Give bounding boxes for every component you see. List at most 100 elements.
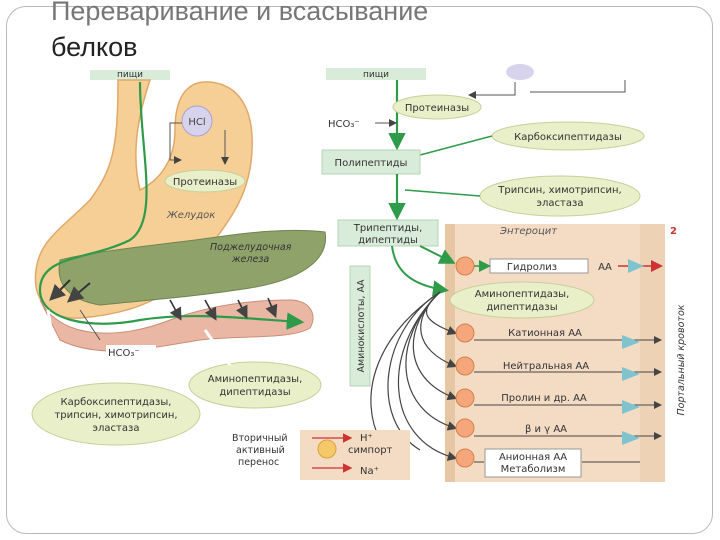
aminopeptidases-label-2: дипептидазы xyxy=(486,302,557,313)
legend-h-plus: H⁺ xyxy=(360,433,373,444)
pathway-hcl-arrow xyxy=(468,82,516,99)
legend-symport: симпорт xyxy=(348,445,393,456)
transport-row-proline: Пролин и др. АА xyxy=(455,388,662,414)
left-amino-oval xyxy=(188,361,322,409)
hydrolysis-transporter-icon xyxy=(455,256,475,276)
left-amino-2: дипептидазы xyxy=(219,387,290,398)
amino-arrow-2 xyxy=(204,299,217,321)
portal-label: Портальный кровоток xyxy=(676,304,687,415)
tripeptides-box xyxy=(337,219,439,247)
legend-symport-icon xyxy=(317,439,337,459)
trypsin-label-2: эластаза xyxy=(537,198,584,209)
transport-row-anionic: Анионная АА Метаболизм xyxy=(455,448,640,478)
cationic-transporter-icon xyxy=(455,323,475,343)
left-enzymes-3: эластаза xyxy=(93,423,140,434)
amino-arrow-1 xyxy=(169,299,182,321)
neutral-transporter-icon xyxy=(455,356,475,376)
food-label: пищи xyxy=(117,70,143,80)
legend-line-3: перенос xyxy=(238,457,279,468)
left-enzymes-oval xyxy=(31,382,201,446)
legend-na-plus: Na⁺ xyxy=(360,466,379,477)
amino-acids-box xyxy=(349,265,371,387)
anionic-box xyxy=(484,448,582,478)
proline-transporter-icon xyxy=(455,388,475,408)
transport-row-neutral: Нейтральная АА xyxy=(455,356,662,381)
legend-line-2: активный xyxy=(236,445,285,456)
enterocyte-label: Энтероцит xyxy=(499,226,558,237)
basal-border xyxy=(640,224,665,482)
hco3-box xyxy=(106,345,156,359)
trypsin-oval xyxy=(479,175,641,217)
legend-line-1: Вторичный xyxy=(232,433,288,444)
stomach-hco3: HCO₃⁻ xyxy=(108,348,140,359)
transport-row-beta-gamma: β и γ АА xyxy=(455,418,662,445)
neutral-label: Нейтральная АА xyxy=(503,361,589,372)
carboxy-connector xyxy=(419,135,493,156)
title-line-1: Переваривание и всасывание xyxy=(51,0,429,26)
polypeptides-box xyxy=(321,149,421,175)
legend-secondary-transport: Вторичный активный перенос H⁺ симпорт Na… xyxy=(232,430,410,480)
transport-row-cationic: Катионная АА xyxy=(455,323,662,349)
food-box xyxy=(90,70,170,80)
arrow-to-aminopeptidases xyxy=(391,245,449,297)
trypsin-connector xyxy=(404,189,481,197)
amino-acids-label: Аминокислоты, АА xyxy=(356,279,367,372)
polypeptides-label: Полипептиды xyxy=(335,158,408,169)
food-path-line xyxy=(38,81,305,330)
hydrolysis-channel-icon xyxy=(628,259,644,273)
pancreas-shape xyxy=(58,229,327,306)
proline-channel-icon xyxy=(622,400,640,414)
neutral-channel-icon xyxy=(622,367,640,381)
pathway-proteinases-oval xyxy=(392,94,482,120)
proline-label: Пролин и др. АА xyxy=(501,393,587,404)
pathway-top-arrow xyxy=(530,80,626,93)
title-line-2: белков xyxy=(51,32,138,62)
pathway-hcl-bubble xyxy=(506,64,534,80)
cationic-label: Катионная АА xyxy=(508,328,582,339)
pancreas-label-1: Поджелудочная xyxy=(210,242,292,253)
anionic-label-1: Анионная АА xyxy=(499,452,567,463)
tripeptides-label-2: дипептиды xyxy=(358,235,418,246)
stomach-label: Желудок xyxy=(166,210,215,221)
left-amino-leader xyxy=(203,329,232,366)
hcl-bubble xyxy=(181,105,213,137)
pathway-panel: пищи HCO₃⁻ Протеиназы Карбоксипептидазы … xyxy=(232,64,687,482)
stomach-proteinases-label: Протеиназы xyxy=(173,177,237,188)
hydrolysis-aa: АА xyxy=(598,262,612,273)
brush-border xyxy=(445,224,455,482)
anionic-transporter-icon xyxy=(455,448,475,468)
beta-gamma-transporter-icon xyxy=(455,418,475,438)
amino-arrow-4 xyxy=(265,297,278,318)
hcl-arrow-left xyxy=(169,122,182,164)
enzyme-arrow-2 xyxy=(66,282,91,303)
left-enzymes-2: трипсин, химотрипсин, xyxy=(54,410,177,421)
hydrolysis-label: Гидролиз xyxy=(507,262,557,273)
beta-gamma-label: β и γ АА xyxy=(525,424,567,435)
stomach-proteinases-oval xyxy=(164,169,246,193)
trypsin-label-1: Трипсин, химотрипсин, xyxy=(497,185,621,196)
stomach-panel: пищи HCl Протеиназы Желудок Поджелудочна… xyxy=(31,70,327,446)
hcl-label: HCl xyxy=(188,117,205,128)
pancreas-label-2: железа xyxy=(231,254,269,265)
cationic-channel-icon xyxy=(622,335,640,349)
anionic-label-2: Метаболизм xyxy=(501,464,566,475)
arrow-to-enterocyte xyxy=(419,245,456,264)
amino-arrow-3 xyxy=(235,299,248,319)
enzyme-arrow-1 xyxy=(49,279,71,301)
pathway-food-box xyxy=(326,68,426,80)
aminopeptidases-oval xyxy=(449,281,595,319)
aminopeptidases-label-1: Аминопептидазы, xyxy=(475,289,570,300)
pathway-hco3: HCO₃⁻ xyxy=(328,119,360,130)
pathway-proteinases: Протеиназы xyxy=(405,103,469,114)
panel-number: 2 xyxy=(670,226,677,237)
beta-gamma-channel-icon xyxy=(622,431,640,445)
hco3-leader xyxy=(79,309,101,341)
carboxypeptidases-label: Карбоксипептидазы xyxy=(514,132,622,143)
tripeptides-label-1: Трипептиды, xyxy=(353,223,423,234)
left-enzymes-leader xyxy=(46,309,62,386)
slide-title: Переваривание и всасывание белков xyxy=(51,0,611,65)
pathway-food-label: пищи xyxy=(363,70,389,80)
left-amino-1: Аминопептидазы, xyxy=(208,374,303,385)
left-enzymes-1: Карбоксипептидазы, xyxy=(61,397,172,408)
